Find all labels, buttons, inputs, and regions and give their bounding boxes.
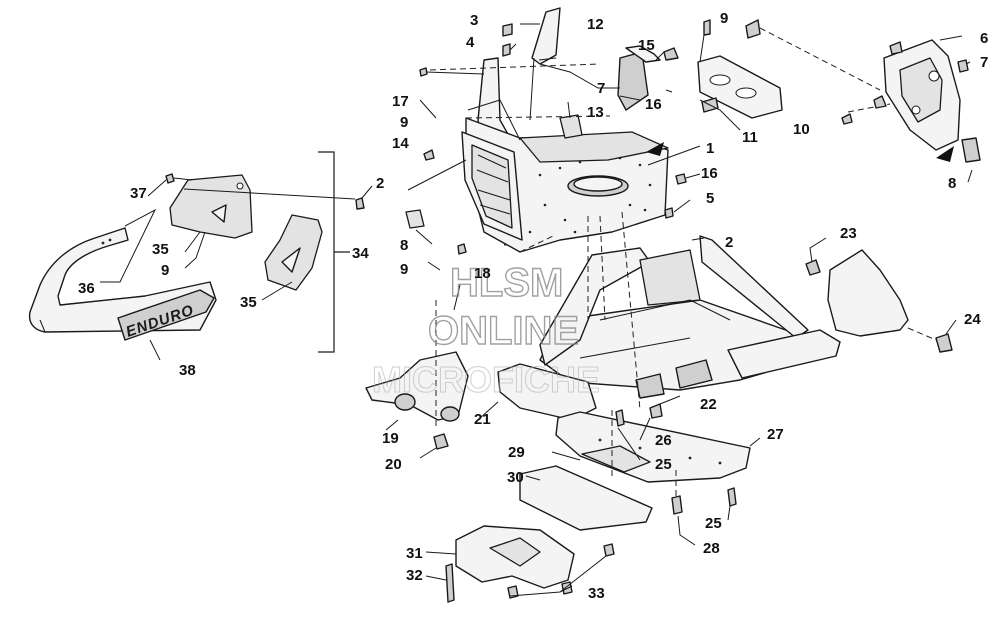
support-12 (531, 7, 561, 65)
callout-13: 13 (587, 104, 604, 121)
callout-38: 38 (179, 362, 196, 379)
callout-1: 1 (706, 140, 714, 157)
callout-12: 12 (587, 16, 604, 33)
right-support-assembly (745, 19, 981, 183)
callout-30: 30 (507, 469, 524, 486)
watermark: HLSM ONLINE MICROFICHE (372, 260, 601, 400)
callout-19: 19 (382, 430, 399, 447)
callout-36: 36 (78, 280, 95, 297)
callout-26: 26 (655, 432, 672, 449)
callout-2: 2 (376, 175, 384, 192)
watermark-line1: HLSM (450, 261, 563, 305)
skid-plate-30 (519, 465, 653, 531)
bulkhead-holes (528, 156, 652, 234)
callout-23: 23 (840, 225, 857, 242)
callout-37: 37 (130, 185, 147, 202)
callout-31: 31 (406, 545, 423, 562)
spindle-19 (365, 351, 469, 421)
bumper-mount-bracket-upper (169, 174, 253, 239)
callout-21: 21 (474, 411, 491, 428)
callout-25: 25 (655, 456, 672, 473)
callout-35: 35 (152, 241, 169, 258)
callout-16: 16 (645, 96, 662, 113)
callout-22: 22 (700, 396, 717, 413)
callout-20: 20 (385, 456, 402, 473)
callout-24: 24 (964, 311, 981, 328)
callout-14: 14 (392, 135, 409, 152)
callout-9: 9 (161, 262, 169, 279)
callout-9: 9 (400, 261, 408, 278)
callout-4: 4 (466, 34, 475, 51)
callout-11: 11 (742, 129, 758, 146)
lower-frame (365, 211, 957, 603)
callout-8: 8 (948, 175, 956, 192)
callout-18: 18 (474, 265, 491, 282)
callout-9: 9 (400, 114, 408, 131)
callout-3: 3 (470, 12, 478, 29)
callout-labels: 1 2 2 3 4 5 6 7 7 8 8 9 9 9 9 10 11 12 1… (78, 10, 988, 602)
callout-7: 7 (597, 80, 605, 97)
bolt-37 (165, 173, 193, 184)
callout-27: 27 (767, 426, 784, 443)
callout-9: 9 (720, 10, 728, 27)
callout-28: 28 (703, 540, 720, 557)
callout-25: 25 (705, 515, 722, 532)
callout-16: 16 (701, 165, 718, 182)
callout-2: 2 (725, 234, 733, 251)
callout-33: 33 (588, 585, 605, 602)
front-bumper-assembly: ENDURO (28, 151, 373, 361)
group-bracket (318, 151, 350, 353)
callout-8: 8 (400, 237, 408, 254)
callout-17: 17 (392, 93, 409, 110)
callout-15: 15 (638, 37, 655, 54)
callout-10: 10 (793, 121, 810, 138)
watermark-line2: ONLINE (428, 309, 579, 353)
plate-10 (697, 55, 783, 119)
bumper-decal (117, 289, 215, 341)
front-bulkhead (405, 7, 783, 271)
skid-plate-27 (555, 411, 751, 483)
bracket-23 (827, 249, 909, 337)
watermark-line3: MICROFICHE (372, 359, 600, 400)
callout-7: 7 (980, 54, 988, 71)
callout-5: 5 (706, 190, 714, 207)
callout-35: 35 (240, 294, 257, 311)
callout-29: 29 (508, 444, 525, 461)
callout-6: 6 (980, 30, 988, 47)
callout-34: 34 (352, 245, 369, 262)
callout-32: 32 (406, 567, 423, 584)
